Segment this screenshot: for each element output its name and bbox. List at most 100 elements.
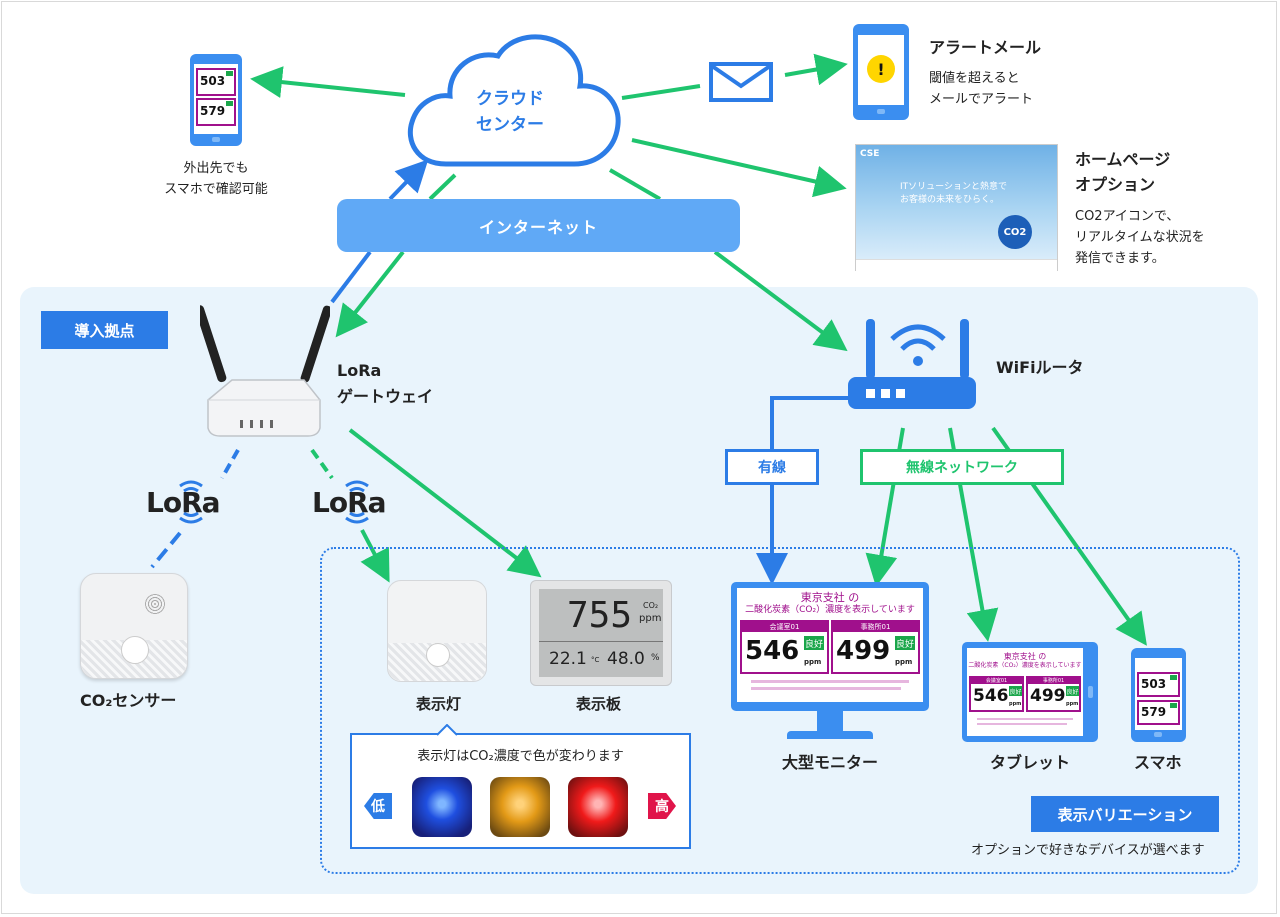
- monitor-unit2: ppm: [895, 658, 913, 666]
- board-divider: [539, 641, 663, 642]
- homepage-logo: CSE: [860, 149, 880, 159]
- tablet-status1: 良好: [1009, 686, 1022, 696]
- homepage-footer: [856, 259, 1057, 271]
- banner-line2: お客様の未来をひらく。: [900, 195, 1000, 205]
- home-button: [212, 137, 220, 142]
- monitor-footnote-line: [751, 687, 901, 690]
- arrow-to-lamp: [360, 529, 390, 583]
- good-indicator: [226, 71, 233, 76]
- monitor-card-2: 事務所01 499 良好 ppm: [831, 620, 920, 674]
- alert-desc-line1: 閾値を超えると: [929, 71, 1020, 86]
- remote-phone-card2: 579: [196, 98, 236, 126]
- monitor-label: 大型モニター: [782, 753, 879, 772]
- display-variation-area: [320, 547, 1240, 874]
- wired-tag: 有線: [725, 449, 819, 485]
- arrow-gateway-to-cloud: [388, 159, 429, 201]
- tablet-home-button: [1088, 686, 1093, 698]
- monitor-title-line2: 二酸化炭素（CO₂）濃度を表示しています: [745, 605, 915, 615]
- tablet-status2: 良好: [1066, 686, 1079, 696]
- smartphone-card2: 579: [1137, 700, 1180, 725]
- cloud-label-line1: クラウド: [476, 89, 544, 109]
- remote-phone: 503 579: [190, 54, 242, 146]
- cloud-center-label: クラウド センター: [430, 86, 590, 138]
- homepage-desc-line3: 発信できます。: [1075, 251, 1165, 266]
- smartphone-label: スマホ: [1134, 753, 1182, 772]
- tablet-title-line2: 二酸化炭素（CO₂）濃度を表示しています: [968, 662, 1082, 669]
- co2-badge: CO2: [998, 215, 1032, 249]
- internet-bar: インターネット: [337, 199, 740, 252]
- tablet-screen: 東京支社 の 二酸化炭素（CO₂）濃度を表示しています 会議室01 546 良好…: [967, 648, 1083, 736]
- monitor-status1: 良好: [804, 636, 824, 650]
- remote-phone-caption: 外出先でも スマホで確認可能: [146, 158, 286, 200]
- smartphone-value2: 579: [1141, 705, 1167, 719]
- good-indicator: [1170, 703, 1177, 708]
- monitor-neck: [817, 711, 843, 733]
- smartphone-device: 503 579: [1131, 648, 1186, 742]
- homepage-desc-line2: リアルタイムな状況を: [1075, 230, 1205, 245]
- tablet-footnote-line: [977, 723, 1067, 725]
- red-lamp: [568, 777, 628, 837]
- router-label: WiFiルータ: [996, 358, 1084, 377]
- remote-caption-line1: 外出先でも: [183, 161, 249, 176]
- monitor-title-line1: 東京支社 の: [800, 591, 860, 604]
- homepage-title: ホームページ オプション: [1075, 147, 1170, 197]
- arrow-to-board: [348, 428, 542, 578]
- tablet-room2: 事務所01: [1028, 678, 1079, 684]
- homepage-preview: CSE ITソリューションと熱意で お客様の未来をひらく。 CO2: [855, 144, 1058, 271]
- gateway-label: LoRa ゲートウェイ: [337, 358, 433, 410]
- lora-gateway-icon: [200, 305, 330, 437]
- alert-desc: 閾値を超えると メールでアラート: [929, 68, 1033, 110]
- board-co2-label: CO₂: [643, 601, 659, 610]
- board-screen: 755 CO₂ ppm 22.1 °C 48.0 %: [539, 589, 663, 677]
- wifi-router-icon: [848, 319, 976, 409]
- lora-logo-left: LoRa: [146, 476, 236, 528]
- homepage-title-line2: オプション: [1075, 175, 1156, 194]
- monitor-value2: 499: [836, 636, 891, 666]
- wireless-tag: 無線ネットワーク: [860, 449, 1064, 485]
- monitor-card-1: 会議室01 546 良好 ppm: [740, 620, 829, 674]
- monitor-room1: 会議室01: [742, 622, 827, 632]
- monitor-title: 東京支社 の 二酸化炭素（CO₂）濃度を表示しています: [737, 591, 923, 617]
- yellow-lamp: [490, 777, 550, 837]
- tablet-footnote-line: [977, 718, 1073, 720]
- alert-title: アラートメール: [929, 38, 1042, 57]
- tablet-label: タブレット: [990, 753, 1071, 772]
- arrow-to-alert: [784, 53, 848, 86]
- variation-tag: 表示バリエーション: [1031, 796, 1219, 832]
- board-temp-unit: °C: [591, 656, 600, 664]
- mail-icon: [709, 62, 773, 102]
- co2-sensor-device: [80, 573, 188, 679]
- homepage-banner: ITソリューションと熱意で お客様の未来をひらく。: [900, 181, 1007, 207]
- monitor-screen: 東京支社 の 二酸化炭素（CO₂）濃度を表示しています 会議室01 546 良好…: [737, 588, 923, 702]
- homepage-desc: CO2アイコンで、 リアルタイムな状況を 発信できます。: [1075, 206, 1205, 269]
- banner-line1: ITソリューションと熱意で: [900, 182, 1007, 192]
- alert-phone: !: [853, 24, 909, 120]
- alert-phone-screen: !: [858, 35, 904, 105]
- lora-logo-right: LoRa: [312, 476, 402, 528]
- warning-icon: !: [867, 55, 895, 83]
- remote-phone-card1: 503: [196, 68, 236, 96]
- tablet-card-1: 会議室01 546 良好 ppm: [969, 676, 1024, 712]
- arrow-to-homepage: [631, 138, 847, 198]
- lamp-color-box: 表示灯はCO₂濃度で色が変わります 低 高: [350, 733, 691, 849]
- tablet-title-line1: 東京支社 の: [1003, 652, 1047, 661]
- board-humidity: 48.0: [607, 649, 645, 669]
- gateway-label-line1: LoRa: [337, 361, 382, 380]
- lamp-box-pointer: [437, 724, 457, 736]
- co2-sensor-label: CO₂センサー: [80, 691, 177, 710]
- monitor-room2: 事務所01: [833, 622, 918, 632]
- sensor-button: [121, 636, 149, 664]
- arrow-to-gateway: [335, 250, 405, 338]
- tablet-value2: 499: [1030, 686, 1066, 706]
- remote-caption-line2: スマホで確認可能: [164, 182, 268, 197]
- monitor-footnote-line: [751, 680, 909, 683]
- site-tag-label: 導入拠点: [74, 321, 135, 340]
- signal-waves-icon: [345, 480, 369, 524]
- high-arrow-label: 高: [648, 793, 676, 819]
- smartphone-screen: 503 579: [1135, 658, 1182, 730]
- smartphone-value1: 503: [1141, 677, 1167, 691]
- tablet-card-2: 事務所01 499 良好 ppm: [1026, 676, 1081, 712]
- indicator-lamp-label: 表示灯: [416, 695, 462, 713]
